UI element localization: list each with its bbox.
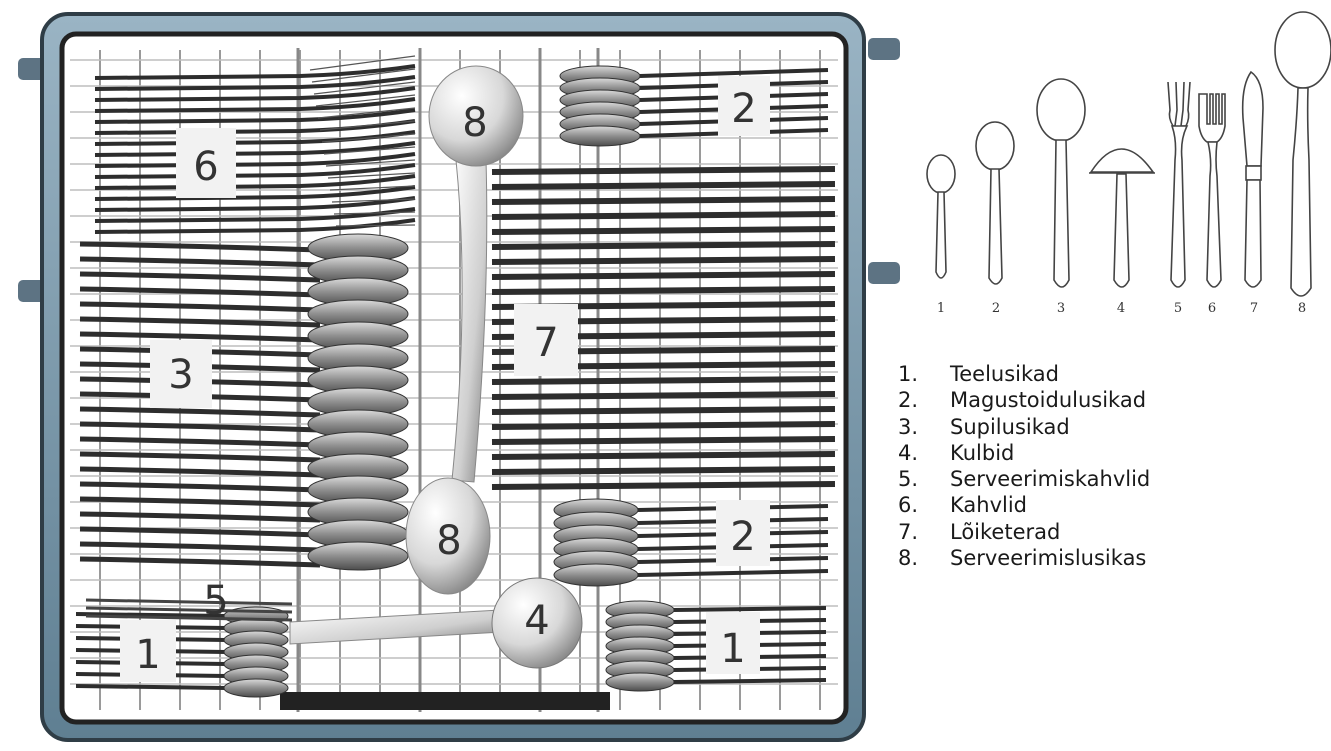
knife-blade	[492, 424, 835, 427]
zone-label-4: 4	[524, 598, 549, 644]
svg-text:2: 2	[730, 514, 755, 560]
cutlery-tray: 6 8 2 7 3 8 2 5 4 1	[0, 0, 905, 751]
legend-item: 8.Serveerimislusikas	[898, 546, 1150, 572]
dessert-spoon-icon	[976, 122, 1014, 284]
svg-text:1: 1	[720, 626, 745, 672]
knife-blade	[492, 199, 835, 202]
icon-number-4: 4	[1117, 301, 1125, 316]
zone-label-3: 3	[150, 340, 212, 408]
legend-number: 8.	[898, 546, 950, 570]
icon-number-1: 1	[937, 301, 945, 316]
legend-text: Lõiketerad	[950, 520, 1060, 544]
legend-number: 3.	[898, 415, 950, 439]
legend-number: 2.	[898, 388, 950, 412]
knife-blade	[492, 184, 835, 187]
svg-text:5: 5	[203, 578, 228, 624]
legend-item: 4.Kulbid	[898, 441, 1150, 467]
legend-number: 4.	[898, 441, 950, 465]
soup-spoon-icon	[1037, 79, 1085, 287]
svg-text:8: 8	[436, 518, 461, 564]
knife-blade	[492, 274, 835, 277]
svg-text:7: 7	[533, 320, 558, 366]
knife-blade	[492, 409, 835, 412]
teaspoon-icon	[927, 155, 955, 278]
svg-text:3: 3	[168, 352, 193, 398]
legend-text: Kulbid	[950, 441, 1014, 465]
svg-text:1: 1	[135, 632, 160, 678]
knife-blade	[492, 244, 835, 247]
zone-label-1-right: 1	[706, 612, 760, 674]
fork-icon	[1199, 94, 1225, 287]
legend-text: Teelusikad	[950, 362, 1059, 386]
knife-blade	[492, 289, 835, 292]
knife-blade	[492, 469, 835, 472]
knife-blade	[492, 484, 835, 487]
legend-text: Serveerimislusikas	[950, 546, 1146, 570]
knife-blade	[492, 259, 835, 262]
teaspoon-handle	[76, 686, 226, 688]
legend-text: Supilusikad	[950, 415, 1070, 439]
serving-spoon-icon	[1275, 12, 1331, 296]
knife-blade	[492, 169, 835, 172]
teaspoon-bowl	[224, 679, 288, 697]
bottom-slot	[280, 692, 610, 710]
icon-number-8: 8	[1298, 301, 1306, 316]
zone-label-8-bottom: 8	[436, 518, 461, 564]
serving-fork-icon	[1168, 82, 1190, 287]
spoon-bowl	[308, 542, 408, 570]
legend-number: 6.	[898, 493, 950, 517]
svg-text:4: 4	[524, 598, 549, 644]
teaspoon-bowl	[606, 673, 674, 691]
legend-text: Kahvlid	[950, 493, 1027, 517]
knife-icon	[1243, 72, 1263, 287]
icon-number-6: 6	[1208, 301, 1216, 316]
spoon-bowl	[560, 126, 640, 146]
svg-text:2: 2	[731, 86, 756, 132]
zone-label-2-bottom: 2	[716, 500, 770, 566]
legend-item: 7.Lõiketerad	[898, 520, 1150, 546]
teaspoon-handle	[674, 680, 826, 682]
icon-number-7: 7	[1250, 301, 1258, 316]
ladle-icon	[1089, 149, 1155, 287]
legend-list: 1.Teelusikad 2.Magustoidulusikad 3.Supil…	[898, 362, 1150, 572]
legend-text: Magustoidulusikad	[950, 388, 1146, 412]
knife-blade	[492, 394, 835, 397]
utensil-icons: 1 2 3 4 5 6 7 8	[905, 0, 1331, 330]
legend-item: 6.Kahvlid	[898, 493, 1150, 519]
legend-item: 3.Supilusikad	[898, 415, 1150, 441]
icon-number-3: 3	[1057, 301, 1065, 316]
svg-text:8: 8	[462, 100, 487, 146]
knife-blade	[492, 229, 835, 232]
legend-item: 1.Teelusikad	[898, 362, 1150, 388]
zone-label-1-left: 1	[120, 620, 176, 682]
icon-number-2: 2	[992, 301, 1000, 316]
knife-blade	[492, 379, 835, 382]
spoon-bowl	[554, 564, 638, 586]
knife-blade	[492, 439, 835, 442]
teaspoon-handle	[674, 608, 826, 610]
icon-number-5: 5	[1174, 301, 1182, 316]
legend-number: 1.	[898, 362, 950, 386]
utensil-icon-numbers: 1 2 3 4 5 6 7 8	[937, 301, 1306, 316]
legend-number: 7.	[898, 520, 950, 544]
legend-text: Serveerimiskahvlid	[950, 467, 1150, 491]
legend-number: 5.	[898, 467, 950, 491]
legend-item: 2.Magustoidulusikad	[898, 388, 1150, 414]
legend-item: 5.Serveerimiskahvlid	[898, 467, 1150, 493]
svg-text:6: 6	[193, 144, 218, 190]
zone-label-8-top: 8	[462, 100, 487, 146]
zone-label-5: 5	[203, 578, 228, 624]
knife-blade	[492, 454, 835, 457]
zone-label-2-top: 2	[718, 76, 770, 136]
zone-label-7: 7	[514, 304, 578, 376]
knife-blade	[492, 214, 835, 217]
zone-label-6: 6	[176, 128, 236, 198]
